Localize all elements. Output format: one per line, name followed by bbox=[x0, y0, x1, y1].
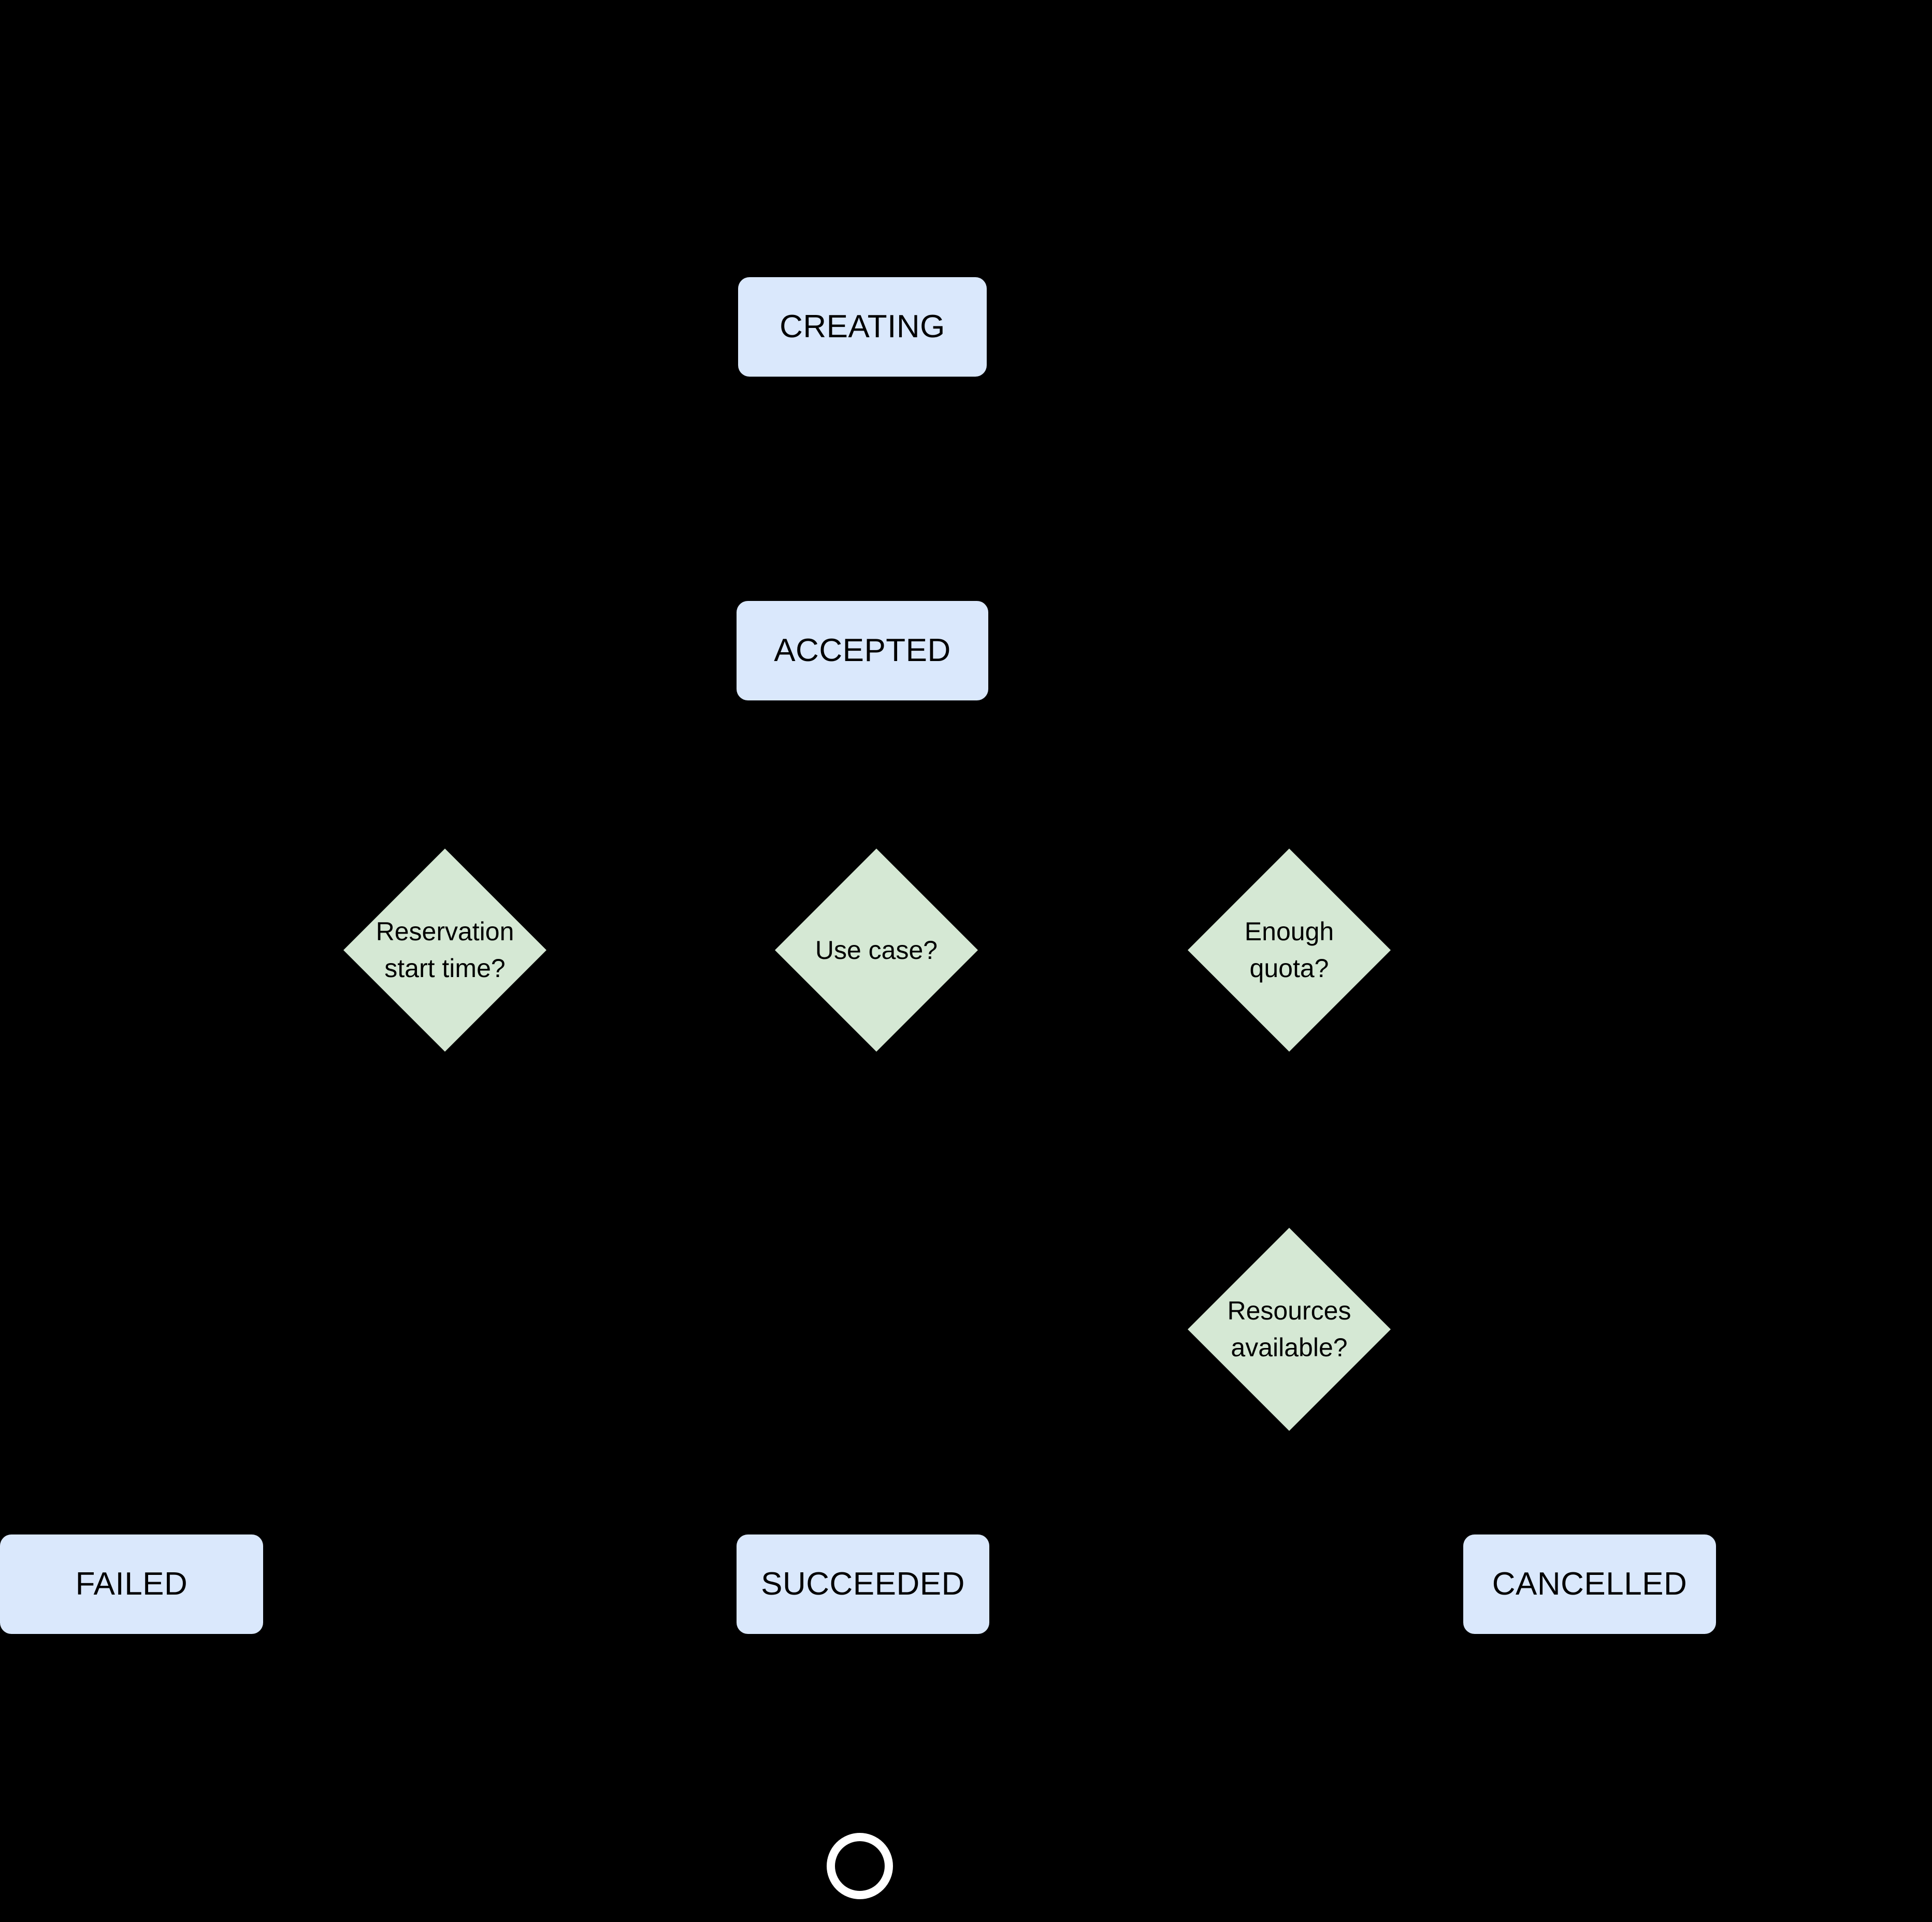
diamond-shape-icon bbox=[775, 849, 978, 1052]
state-node-failed[interactable]: FAILED bbox=[0, 1534, 263, 1634]
decision-label-use-case: Use case? bbox=[815, 935, 938, 965]
state-node-succeeded[interactable]: SUCCEEDED bbox=[737, 1534, 989, 1634]
decision-node-enough-quota[interactable]: Enough quota? bbox=[1188, 849, 1391, 1052]
diamond-shape-icon bbox=[343, 849, 546, 1052]
edge-accepted-to-enough-quota bbox=[860, 700, 1292, 849]
state-label-failed: FAILED bbox=[75, 1566, 188, 1602]
state-node-accepted[interactable]: ACCEPTED bbox=[737, 601, 988, 700]
decision-label-resources-available: Resources available? bbox=[1227, 1296, 1351, 1362]
decision-node-use-case[interactable]: Use case? bbox=[775, 849, 978, 1052]
decision-label-reservation-start-time: Reservation start time? bbox=[376, 917, 514, 983]
state-label-succeeded: SUCCEEDED bbox=[761, 1566, 965, 1602]
edge-resources-available-to-cancelled bbox=[1287, 1431, 1592, 1534]
edge-reservation-start-time-to-failed bbox=[129, 1052, 448, 1534]
state-label-creating: CREATING bbox=[780, 309, 945, 345]
state-label-cancelled: CANCELLED bbox=[1492, 1566, 1688, 1602]
state-node-cancelled[interactable]: CANCELLED bbox=[1463, 1534, 1716, 1634]
edge-accepted-to-reservation-start-time bbox=[442, 700, 865, 849]
diamond-shape-icon bbox=[1188, 1228, 1391, 1431]
state-label-accepted: ACCEPTED bbox=[774, 633, 951, 669]
end-terminal-circle-icon bbox=[827, 1833, 893, 1899]
decision-node-reservation-start-time[interactable]: Reservation start time? bbox=[343, 849, 546, 1052]
state-node-creating[interactable]: CREATING bbox=[738, 277, 987, 377]
diamond-shape-icon bbox=[1188, 849, 1391, 1052]
decision-label-enough-quota: Enough quota? bbox=[1244, 917, 1334, 983]
decision-node-resources-available[interactable]: Resources available? bbox=[1188, 1228, 1391, 1431]
